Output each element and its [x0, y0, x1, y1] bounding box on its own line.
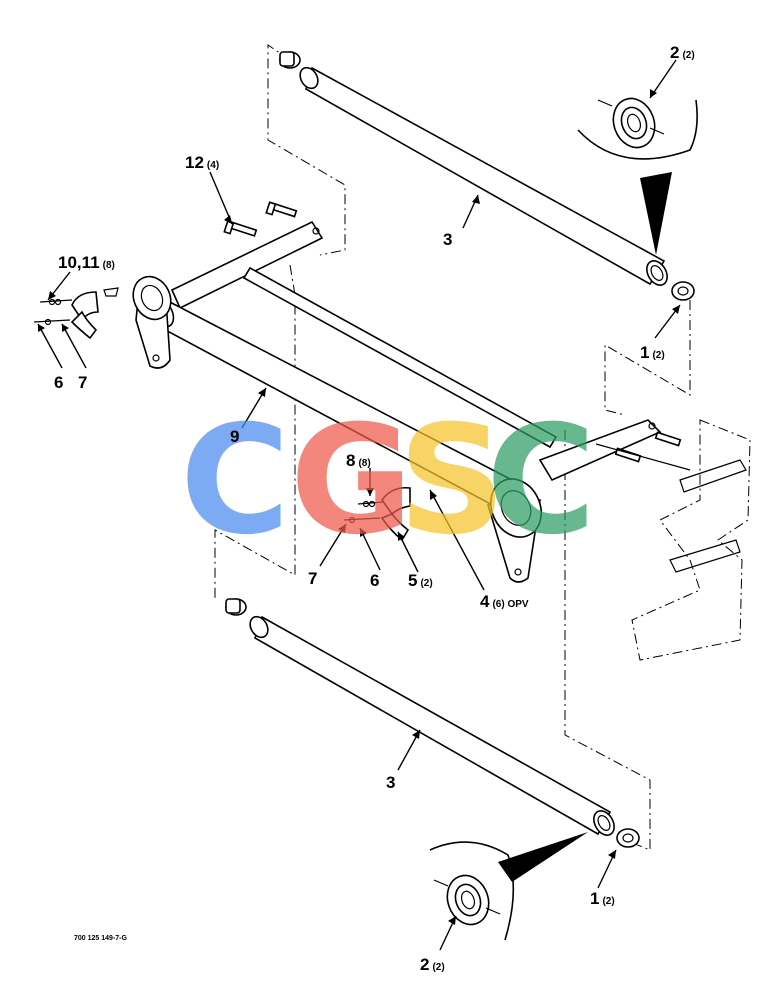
leader-arrows [37, 59, 681, 951]
inner-rod [242, 266, 558, 449]
callout-label: 1(2) [590, 889, 615, 908]
upper-frame-bracket [170, 220, 324, 310]
callout-label: 7 [78, 373, 87, 392]
left-bearing-arm [132, 275, 172, 369]
lower-left-stub-shaft [225, 598, 247, 616]
callout-label: 2(2) [420, 955, 445, 974]
lower-right-bushing [616, 828, 640, 848]
watermark-letter-c1: C [180, 394, 290, 568]
bolt-12b [265, 201, 298, 218]
center-bolt-hardware [343, 500, 385, 524]
cgsc-watermark: C G S C [180, 394, 596, 568]
lower-bearing-detail [429, 832, 588, 941]
machine-frame-sketch [595, 419, 751, 661]
watermark-letter-g: G [290, 394, 413, 568]
upper-roller [299, 66, 668, 286]
center-bearing-halves [380, 486, 411, 542]
callout-label: 6 [54, 373, 63, 392]
callout-label: 1(2) [640, 343, 665, 362]
assembly-guide-lines [214, 44, 691, 851]
callout-label: 4(6) OPV [480, 592, 529, 611]
callout-label: 2(2) [670, 43, 695, 62]
callout-label: 3 [443, 230, 452, 249]
left-clip [103, 287, 119, 297]
upper-left-stub-shaft [279, 51, 301, 69]
right-bearing-arm [486, 478, 542, 583]
watermark-letter-c2: C [486, 394, 596, 568]
callout-label: 8(8) [346, 451, 371, 470]
watermark-letter-s: S [398, 394, 506, 568]
callout-label: 12(4) [185, 153, 219, 172]
callout-label: 5(2) [408, 571, 433, 590]
left-bearing-halves [70, 291, 99, 340]
left-bolt-hardware [33, 298, 73, 326]
upper-bearing-detail [577, 97, 698, 255]
upper-right-bushing [671, 281, 695, 301]
lower-roller [249, 615, 615, 836]
drawing-number: 700 125 149-7-G [74, 935, 127, 942]
callout-label: 10,11(8) [58, 253, 115, 272]
callout-label: 7 [308, 569, 317, 588]
callout-label: 6 [370, 571, 379, 590]
callout-label: 9 [230, 427, 239, 446]
bolt-12a [223, 220, 258, 237]
callout-labels: 2(2) 3 12(4) 10,11(8) 1(2) 6 7 9 8(8) 7 … [54, 43, 695, 974]
right-frame-bracket [538, 419, 662, 482]
callout-label: 3 [386, 773, 395, 792]
